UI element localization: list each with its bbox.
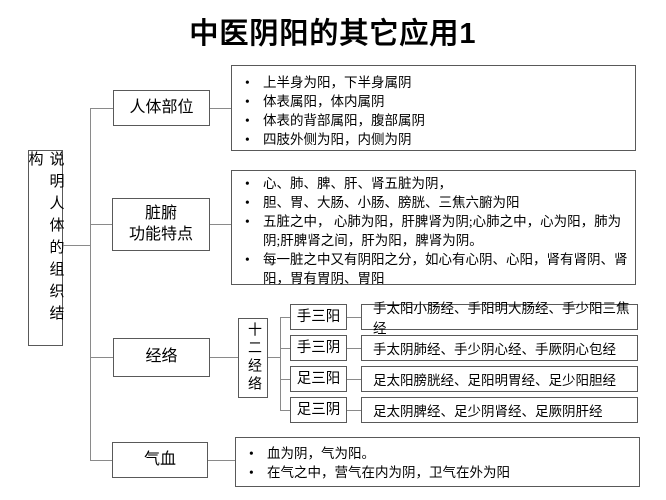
connector-subroot-to-trunk2 (268, 357, 280, 358)
meridian-row-content-foot-yin: 足太阴脾经、足少阴肾经、足厥阴肝经 (361, 397, 638, 423)
connector-row3-to-content (347, 379, 361, 380)
connector-meridian-trunk (280, 317, 281, 411)
subroot-node-label: 十二经络 (246, 322, 261, 394)
branch-node-zangfu-functions: 脏腑 功能特点 (112, 198, 210, 251)
connector-trunk2-to-row3 (280, 379, 290, 380)
connector-root-to-trunk (63, 245, 90, 246)
branch-node-qi-blood-label: 气血 (143, 450, 176, 468)
bullet-item: 上半身为阳，下半身属阴 (232, 73, 635, 92)
branch-node-meridians: 经络 (113, 338, 210, 377)
content-box-body-parts: 上半身为阳，下半身属阴 体表属阳，体内属阴 体表的背部属阳，腹部属阴 四肢外侧为… (231, 65, 636, 151)
meridian-row-label-text: 手三阳 (296, 308, 341, 325)
connector-row1-to-content (347, 317, 361, 318)
connector-trunk2-to-row4 (280, 410, 290, 411)
meridian-row-label-text: 足三阳 (296, 370, 341, 387)
meridian-row-label-text: 足三阴 (296, 401, 341, 418)
meridian-row-content-foot-yang: 足太阳膀胱经、足阳明胃经、足少阳胆经 (361, 366, 638, 392)
bullet-item: 在气之中，营气在内为阴，卫气在外为阳 (236, 463, 639, 482)
connector-trunk-to-branch2 (90, 224, 112, 225)
connector-trunk2-to-row1 (280, 317, 290, 318)
meridian-row-label-foot-yang: 足三阳 (290, 366, 347, 392)
connector-branch2-to-content (210, 224, 231, 225)
branch-node-meridians-label: 经络 (145, 348, 178, 366)
zangfu-bullet-list: 心、肺、脾、肝、肾五脏为阴， 胆、胃、大肠、小肠、膀胱、三焦六腑为阳 五脏之中，… (232, 174, 635, 288)
root-node-organization-structure: 说明人体的组织结构 (27, 150, 64, 346)
body-parts-bullet-list: 上半身为阳，下半身属阴 体表属阳，体内属阴 体表的背部属阳，腹部属阴 四肢外侧为… (232, 73, 635, 149)
meridian-row-content-hand-yang: 手太阳小肠经、手阳明大肠经、手少阳三焦经 (361, 301, 638, 336)
meridian-row-content-text: 手太阴肺经、手少阴心经、手厥阴心包经 (373, 342, 616, 357)
connector-branch1-to-content (210, 108, 231, 109)
root-node-label: 说明人体的组织结构 (26, 151, 64, 327)
branch-node-qi-blood: 气血 (112, 442, 208, 478)
content-box-zangfu: 心、肺、脾、肝、肾五脏为阴， 胆、胃、大肠、小肠、膀胱、三焦六腑为阳 五脏之中，… (231, 170, 636, 288)
bullet-item: 体表的背部属阳，腹部属阴 (232, 111, 635, 130)
subroot-node-twelve-meridians: 十二经络 (238, 318, 268, 398)
meridian-row-content-text: 足太阴脾经、足少阴肾经、足厥阴肝经 (373, 404, 603, 419)
connector-branch3-to-subroot (210, 357, 238, 358)
connector-trunk2-to-row2 (280, 348, 290, 349)
branch-node-zangfu-label-line2: 功能特点 (128, 225, 193, 243)
connector-row2-to-content (347, 348, 361, 349)
connector-row4-to-content (347, 410, 361, 411)
meridian-row-label-foot-yin: 足三阴 (290, 397, 347, 423)
page-title: 中医阴阳的其它应用1 (189, 18, 477, 50)
branch-node-zangfu-label-line1: 脏腑 (144, 204, 177, 222)
connector-trunk-to-branch1 (90, 108, 113, 109)
bullet-item: 四肢外侧为阳，内侧为阴 (232, 130, 635, 149)
meridian-row-content-text: 足太阳膀胱经、足阳明胃经、足少阳胆经 (373, 373, 616, 388)
meridian-row-label-hand-yin: 手三阴 (290, 335, 347, 361)
meridian-row-label-text: 手三阴 (296, 339, 341, 356)
meridian-row-label-hand-yang: 手三阳 (290, 304, 347, 330)
meridian-row-content-hand-yin: 手太阴肺经、手少阴心经、手厥阴心包经 (361, 335, 638, 361)
branch-node-body-parts: 人体部位 (113, 90, 210, 126)
bullet-item: 血为阴，气为阳。 (236, 444, 639, 463)
branch-node-body-parts-label: 人体部位 (129, 98, 194, 116)
bullet-item: 五脏之中， 心肺为阳，肝脾肾为阴;心肺之中，心为阳，肺为阴;肝脾肾之间，肝为阳，… (232, 212, 635, 250)
bullet-item: 每一脏之中又有阴阳之分，如心有心阴、心阳，肾有肾阴、肾阳，胃有胃阴、胃阳 (232, 250, 635, 288)
bullet-item: 胆、胃、大肠、小肠、膀胱、三焦六腑为阳 (232, 193, 635, 212)
content-box-qi-blood: 血为阴，气为阳。 在气之中，营气在内为阴，卫气在外为阳 (235, 437, 640, 487)
qi-blood-bullet-list: 血为阴，气为阳。 在气之中，营气在内为阴，卫气在外为阳 (236, 444, 639, 482)
meridian-row-content-text: 手太阳小肠经、手阳明大肠经、手少阳三焦经 (373, 301, 630, 336)
connector-trunk-to-branch4 (90, 460, 112, 461)
connector-trunk-to-branch3 (90, 357, 113, 358)
bullet-item: 体表属阳，体内属阴 (232, 92, 635, 111)
bullet-item: 心、肺、脾、肝、肾五脏为阴， (232, 174, 635, 193)
connector-branch4-to-content (208, 460, 235, 461)
connector-main-trunk (90, 108, 91, 461)
